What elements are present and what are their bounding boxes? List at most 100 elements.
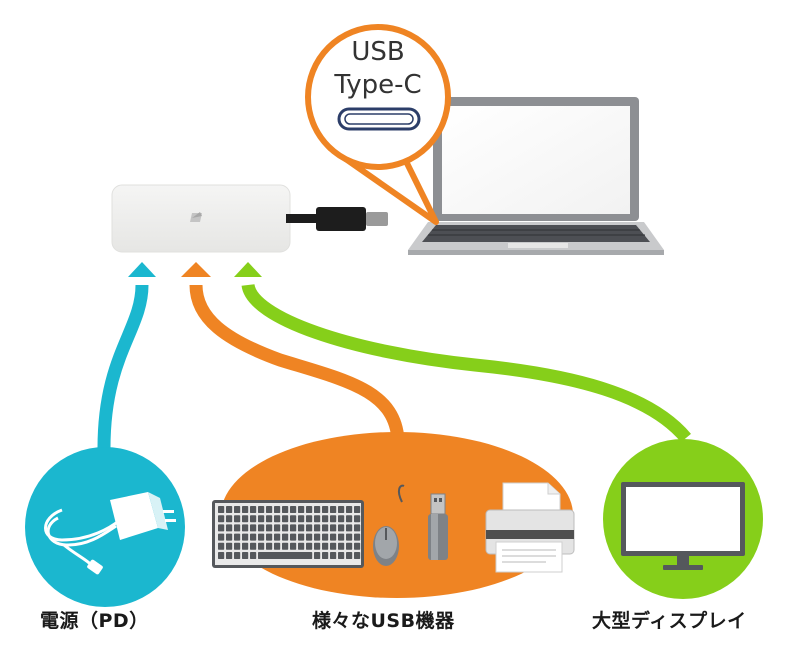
- keyboard-key: [322, 552, 329, 559]
- keyboard-key: [322, 542, 329, 550]
- keyboard-key: [330, 552, 337, 559]
- keyboard-key: [218, 515, 225, 523]
- power-label: 電源（PD）: [40, 610, 149, 632]
- keyboard-key: [290, 524, 297, 532]
- keyboard-key: [290, 506, 297, 513]
- keyboard-key: [266, 515, 273, 523]
- keyboard-key: [354, 552, 361, 559]
- keyboard-key: [250, 515, 257, 523]
- keyboard-key: [226, 524, 233, 532]
- usb-devices-connection-line: [189, 284, 405, 441]
- keyboard-key: [338, 524, 345, 532]
- keyboard-key: [314, 552, 321, 559]
- usb-devices-arrowhead: [181, 262, 211, 277]
- keyboard-key: [338, 515, 345, 523]
- keyboard-key: [218, 524, 225, 532]
- power-connection-line: [97, 284, 149, 449]
- keyboard-key: [338, 506, 345, 513]
- keyboard-key: [354, 542, 361, 550]
- display-arrowhead: [234, 262, 262, 277]
- keyboard-key: [354, 533, 361, 541]
- keyboard-key: [322, 506, 329, 513]
- display-connection-line: [241, 283, 691, 443]
- monitor-icon: [621, 482, 745, 570]
- keyboard-key: [234, 533, 241, 541]
- keyboard-key: [346, 542, 353, 550]
- keyboard-key: [330, 533, 337, 541]
- keyboard-key: [234, 524, 241, 532]
- keyboard-key: [218, 552, 225, 559]
- callout-line1: USB: [351, 37, 404, 67]
- keyboard-key: [258, 506, 265, 513]
- laptop-icon: [408, 97, 664, 255]
- keyboard-key: [250, 542, 257, 550]
- keyboard-key: [274, 524, 281, 532]
- keyboard-key: [266, 533, 273, 541]
- keyboard-key: [298, 524, 305, 532]
- keyboard-key: [234, 552, 241, 559]
- keyboard-key: [242, 506, 249, 513]
- keyboard-key: [298, 542, 305, 550]
- keyboard-key: [314, 506, 321, 513]
- keyboard-key: [218, 542, 225, 550]
- keyboard-key: [354, 524, 361, 532]
- keyboard-key: [290, 515, 297, 523]
- usb-type-c-callout: USB Type-C: [305, 24, 451, 225]
- usb-hub-icon: [111, 184, 388, 253]
- keyboard-key: [338, 542, 345, 550]
- keyboard-key: [314, 524, 321, 532]
- keyboard-key: [330, 524, 337, 532]
- keyboard-key: [234, 506, 241, 513]
- keyboard-key: [250, 524, 257, 532]
- keyboard-key: [258, 533, 265, 541]
- keyboard-key: [338, 533, 345, 541]
- keyboard-key: [314, 515, 321, 523]
- usb-flash-drive-icon: [428, 493, 448, 560]
- keyboard-key: [298, 533, 305, 541]
- keyboard-key: [218, 506, 225, 513]
- keyboard-key: [242, 542, 249, 550]
- usb-devices-group: [212, 432, 575, 598]
- keyboard-key: [258, 515, 265, 523]
- keyboard-key: [226, 515, 233, 523]
- keyboard-key: [346, 552, 353, 559]
- keyboard-key: [306, 524, 313, 532]
- keyboard-key: [282, 524, 289, 532]
- keyboard-key: [274, 533, 281, 541]
- charger-icon: [44, 492, 176, 575]
- keyboard-key: [290, 533, 297, 541]
- callout-line2: Type-C: [333, 70, 421, 100]
- keyboard-key: [322, 524, 329, 532]
- display-label: 大型ディスプレイ: [592, 610, 747, 632]
- power-arrowhead: [128, 262, 156, 277]
- mouse-icon: [373, 484, 405, 566]
- keyboard-key: [226, 533, 233, 541]
- keyboard-spacebar: [258, 552, 313, 559]
- keyboard-key: [306, 515, 313, 523]
- printer-icon: [485, 482, 575, 573]
- keyboard-key: [338, 552, 345, 559]
- keyboard-key: [242, 524, 249, 532]
- keyboard-key: [346, 524, 353, 532]
- keyboard-key: [242, 515, 249, 523]
- keyboard-key: [330, 542, 337, 550]
- display-group: [603, 439, 763, 599]
- keyboard-key: [306, 533, 313, 541]
- keyboard-key: [354, 515, 361, 523]
- keyboard-key: [266, 524, 273, 532]
- keyboard-key: [290, 542, 297, 550]
- keyboard-key: [226, 542, 233, 550]
- keyboard-key: [226, 552, 233, 559]
- keyboard-key: [314, 533, 321, 541]
- keyboard-key: [346, 515, 353, 523]
- keyboard-key: [282, 515, 289, 523]
- connection-arrows: [97, 283, 691, 449]
- keyboard-icon: [212, 500, 364, 568]
- keyboard-key: [250, 552, 257, 559]
- keyboard-key: [266, 506, 273, 513]
- keyboard-key: [346, 533, 353, 541]
- keyboard-key: [234, 515, 241, 523]
- keyboard-key: [274, 506, 281, 513]
- keyboard-key: [298, 515, 305, 523]
